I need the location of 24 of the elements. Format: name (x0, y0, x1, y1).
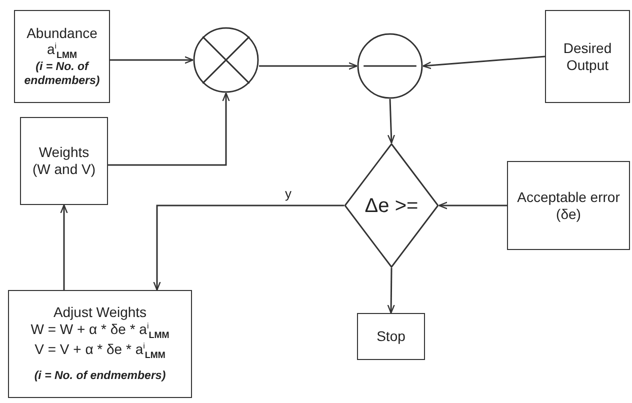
process-box (357, 313, 425, 360)
arrow (108, 92, 230, 166)
process-box (20, 117, 108, 205)
node-label: Adjust Weights (53, 304, 147, 321)
arrow (438, 202, 507, 210)
node-label: Desired Output (562, 40, 613, 74)
process-box (507, 161, 630, 250)
arrow (387, 98, 396, 144)
arrow (387, 268, 395, 314)
arrow (110, 56, 194, 64)
arrow (153, 204, 344, 291)
node-label: Weights (W and V) (31, 144, 96, 178)
process-box (14, 10, 110, 103)
note-text: (i = No. of endmembers) (34, 370, 166, 384)
node-label: Acceptable error (δe) (516, 188, 621, 222)
arrow (422, 56, 546, 70)
node-label: Δe >= (364, 194, 418, 218)
node-label: Stop (376, 328, 406, 345)
process-box (545, 10, 630, 103)
node-label: Abundance (26, 24, 98, 42)
note-text: (i = No. of endmembers) (23, 60, 101, 88)
arrow (259, 62, 358, 70)
arrow (60, 204, 68, 290)
process-box (8, 290, 192, 398)
